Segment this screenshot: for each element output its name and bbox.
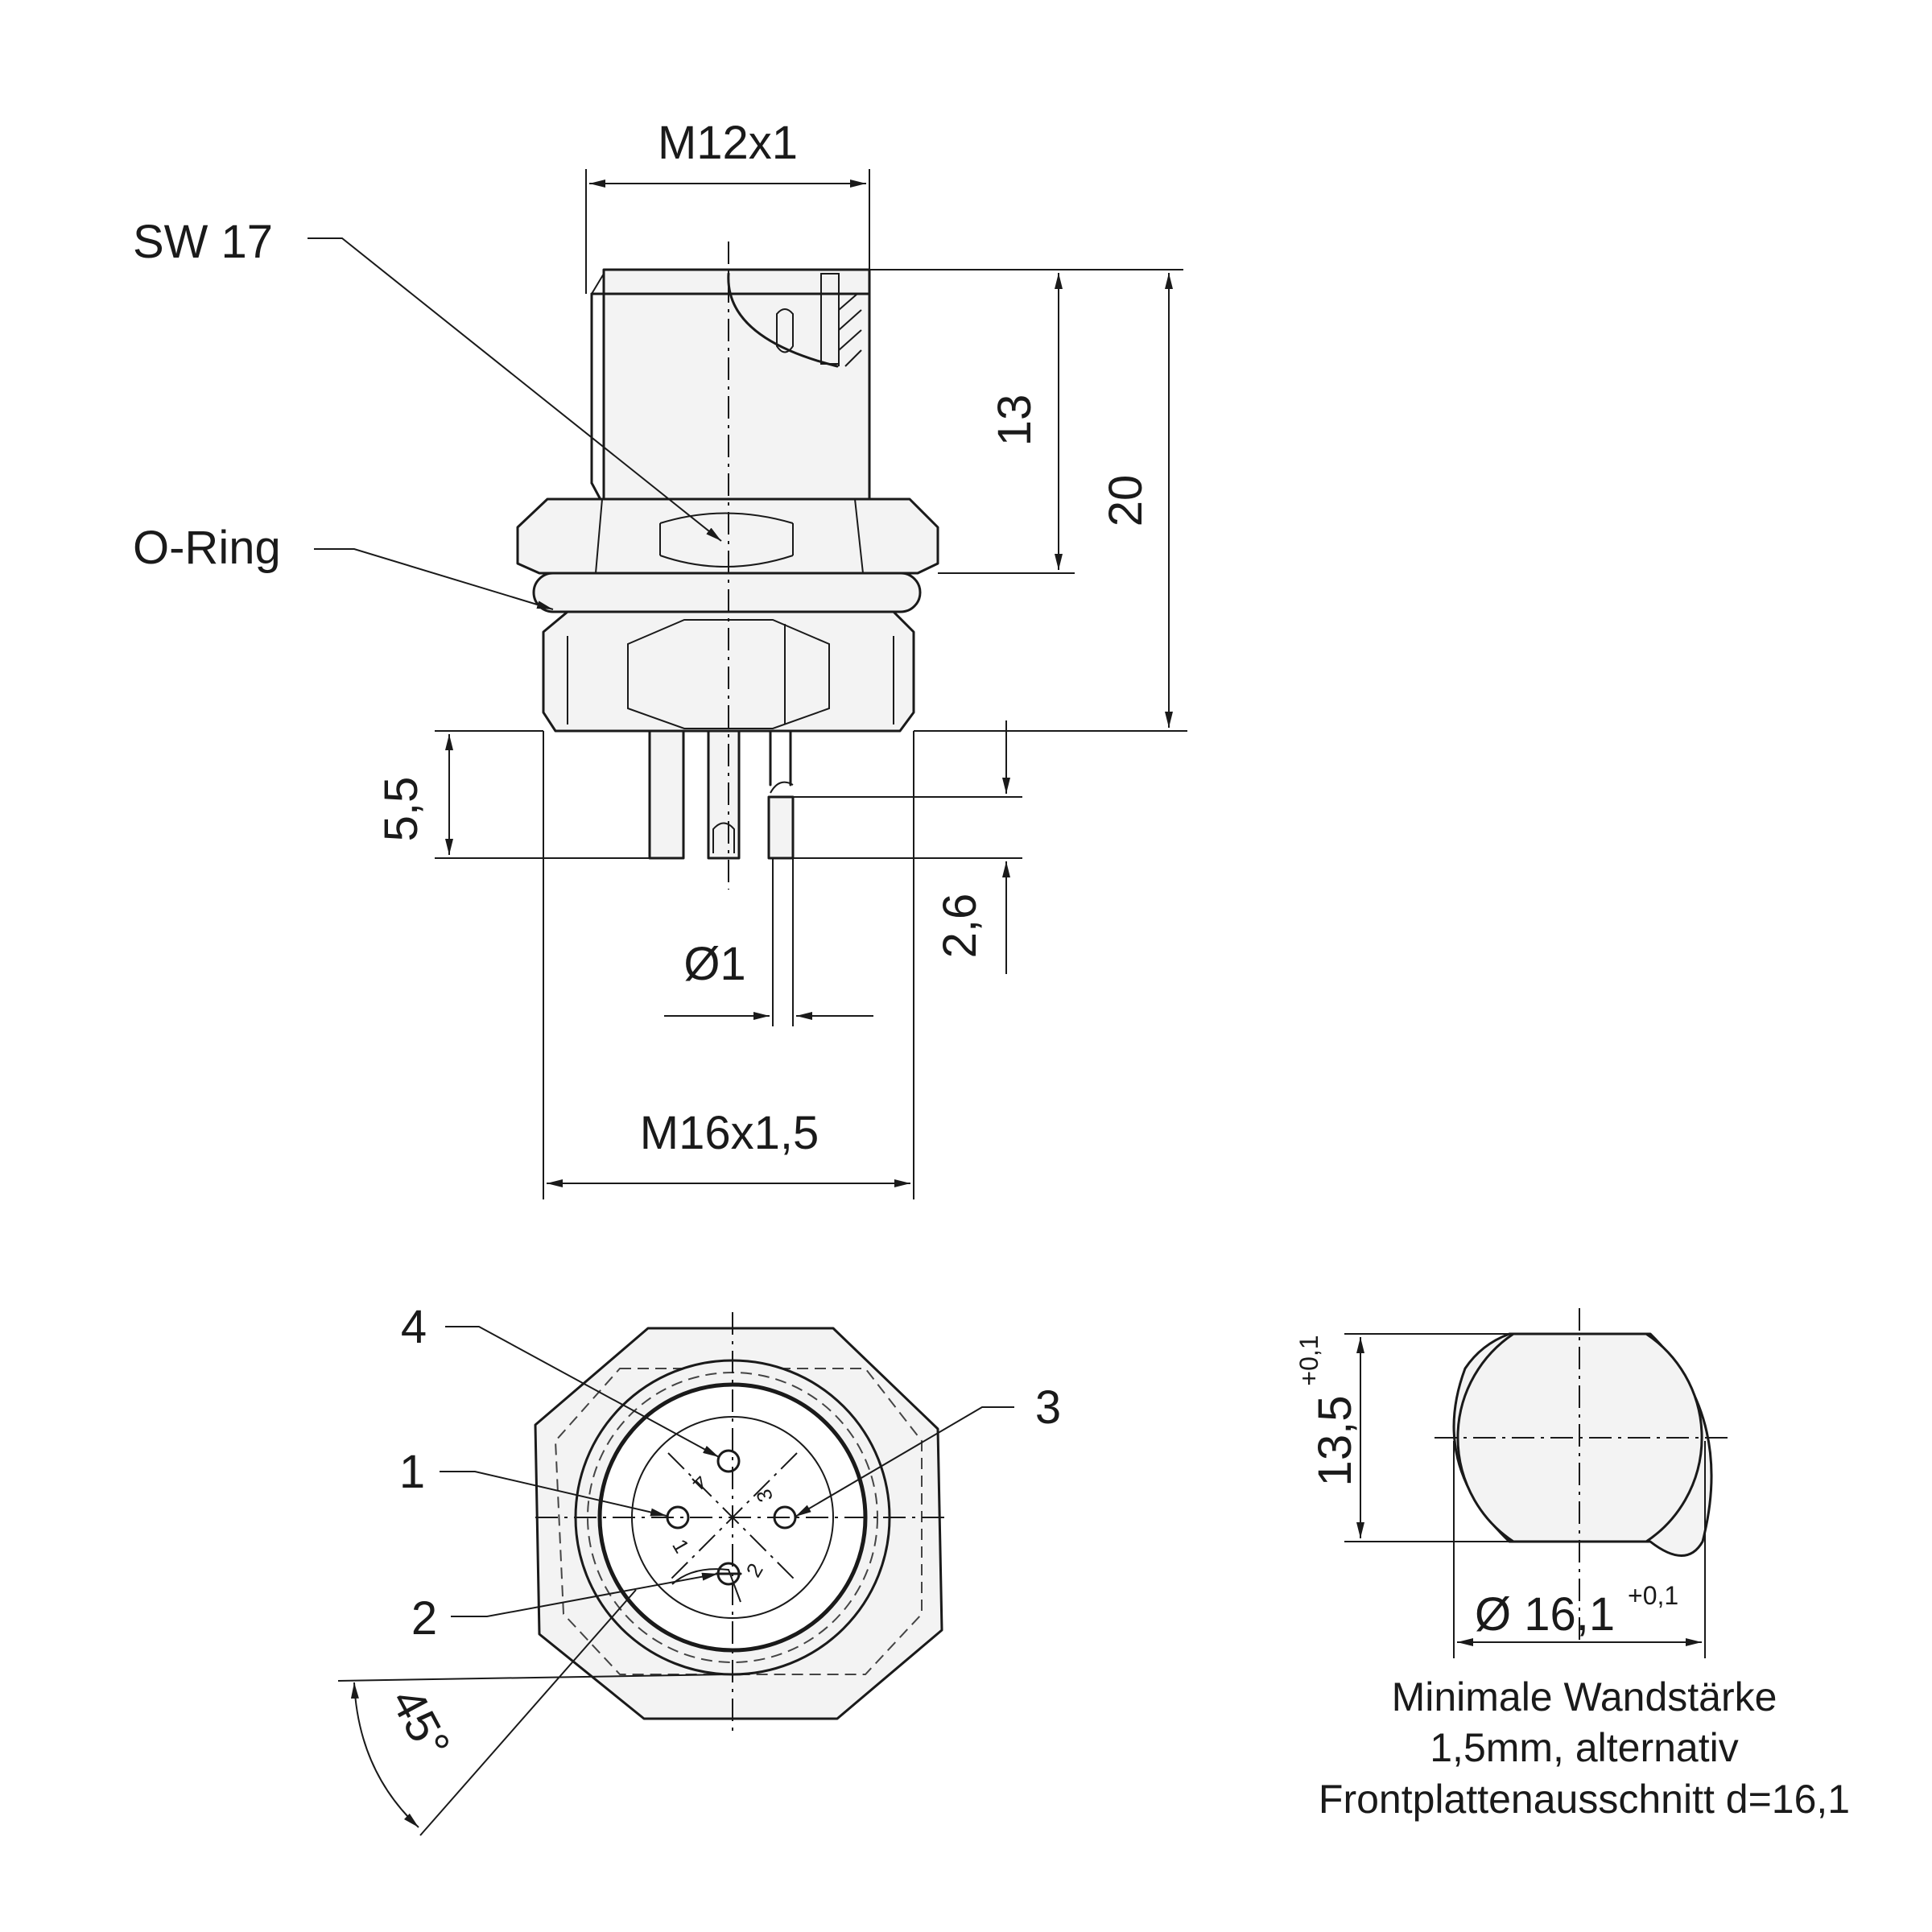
pin-leaders: 4 1 3 2 xyxy=(399,1301,1061,1645)
dim-20-label: 20 xyxy=(1100,475,1152,527)
upper-sleeve xyxy=(590,268,871,507)
o-ring-label: O-Ring xyxy=(133,522,281,574)
dim-2-6-label: 2,6 xyxy=(934,894,986,959)
dim-pin-diameter: Ø1 xyxy=(664,938,873,1020)
o-ring-shape xyxy=(532,572,922,613)
cutout-height-label: 13,5 xyxy=(1309,1396,1361,1487)
cutout-diameter-tol: +0,1 xyxy=(1628,1581,1678,1610)
dim-cutout-height: 13,5 +0,1 xyxy=(1294,1333,1513,1542)
pin-hole-1 xyxy=(666,1505,690,1530)
dim-m12: M12x1 xyxy=(585,117,870,294)
pin-label-1: 1 xyxy=(399,1446,425,1498)
cutout-height-tol: +0,1 xyxy=(1294,1335,1323,1385)
pin-label-3: 3 xyxy=(1035,1381,1061,1434)
pin-label-2: 2 xyxy=(411,1592,437,1645)
pin-hole-4 xyxy=(716,1449,741,1473)
note-line-2: 1,5mm, alternativ xyxy=(1430,1725,1738,1770)
pin-hole-3 xyxy=(773,1505,797,1530)
dim-m16: M16x1,5 xyxy=(543,731,914,1199)
thread-bottom-label: M16x1,5 xyxy=(640,1107,819,1159)
dim-cutout-diameter: Ø 16,1 +0,1 xyxy=(1453,1441,1706,1658)
leader-o-ring: O-Ring xyxy=(133,522,554,610)
cutout-note: Minimale Wandstärke 1,5mm, alternativ Fr… xyxy=(1319,1674,1850,1822)
pin-diameter-label: Ø1 xyxy=(683,938,745,990)
note-line-1: Minimale Wandstärke xyxy=(1392,1674,1777,1719)
note-line-3: Frontplattenausschnitt d=16,1 xyxy=(1319,1777,1850,1822)
cutout-view: 13,5 +0,1 Ø 16,1 +0,1 Minimale Wandstärk… xyxy=(1294,1308,1850,1822)
side-view: M12x1 13 20 5,5 2,6 xyxy=(133,117,1187,1199)
dim-5-5: 5,5 xyxy=(375,730,650,859)
dim-13-label: 13 xyxy=(989,394,1041,447)
dim-2-6: 2,6 xyxy=(793,720,1022,974)
thread-top-label: M12x1 xyxy=(658,117,798,169)
pin-label-4: 4 xyxy=(401,1301,427,1353)
wrench-size-label: SW 17 xyxy=(133,216,273,268)
cutout-diameter-label: Ø 16,1 xyxy=(1475,1588,1615,1641)
dim-13-20: 13 20 xyxy=(869,269,1187,732)
pins xyxy=(648,729,795,1026)
hex-nut xyxy=(516,497,939,575)
front-view: 4 1 3 2 4 1 3 2 45° xyxy=(337,1301,1061,1836)
leader-sw17: SW 17 xyxy=(133,216,722,542)
dim-5-5-label: 5,5 xyxy=(375,777,427,842)
angle-label: 45° xyxy=(381,1680,460,1767)
